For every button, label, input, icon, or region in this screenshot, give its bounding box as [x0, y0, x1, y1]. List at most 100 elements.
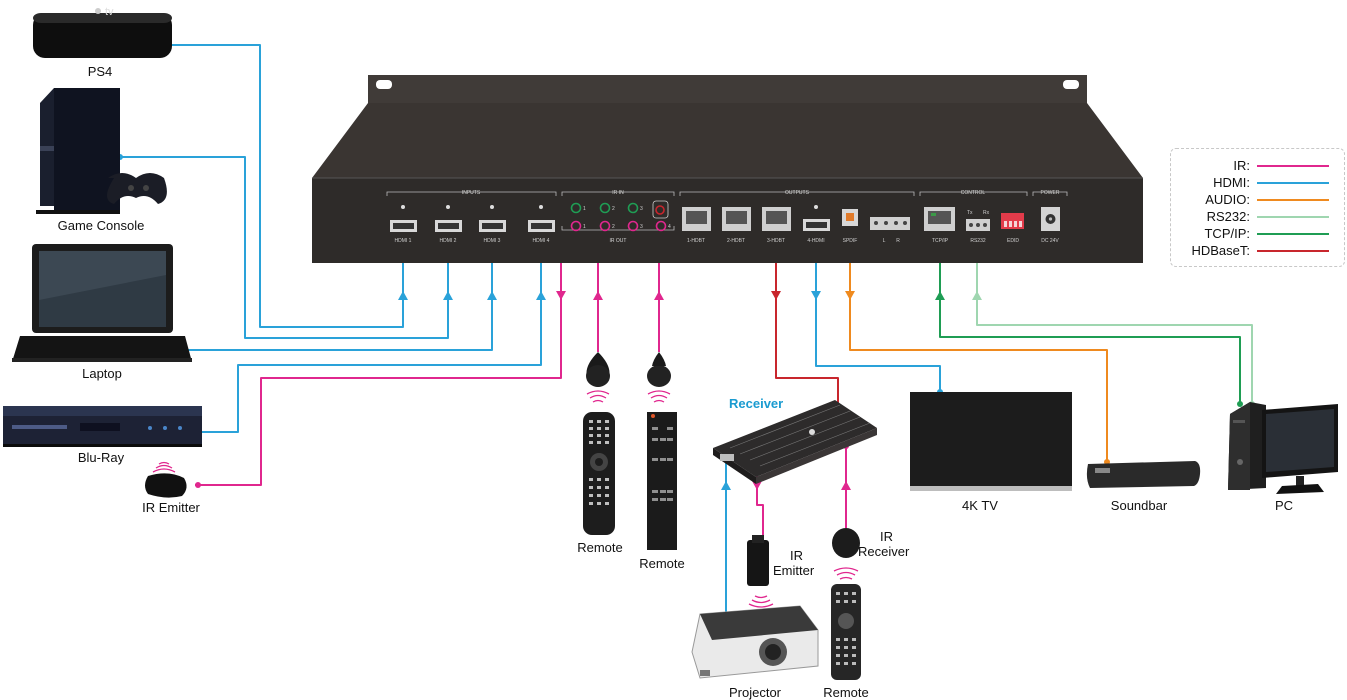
section-power-label: POWER — [1041, 190, 1060, 196]
projector — [691, 605, 819, 679]
ir-out-1-label: 1 — [583, 224, 586, 230]
laptop — [12, 244, 192, 362]
tv-4k — [910, 392, 1072, 491]
ir-out-2-label: 2 — [612, 224, 615, 230]
remote-1 — [583, 412, 615, 535]
soundbar — [1086, 461, 1201, 488]
audio-terminal — [870, 217, 910, 230]
hdmi-cable-laptop — [185, 255, 493, 351]
port-hdmi4-label: HDMI 4 — [533, 238, 550, 244]
legend-ir-label: IR: — [1233, 158, 1250, 173]
port-spdif-label: SPDIF — [843, 238, 858, 244]
remote-3-label: Remote — [823, 685, 869, 700]
projector-label: Projector — [728, 685, 782, 700]
port-hdmi1-label: HDMI 1 — [395, 238, 412, 244]
bluray-label: Blu-Ray — [77, 450, 125, 465]
legend-audio-label: AUDIO: — [1205, 192, 1250, 207]
port-edid-label: EDID — [1007, 238, 1019, 244]
ir-emitter-rx-label-1: IR — [790, 548, 803, 563]
matrix-switch: INPUTS IR IN OUTPUTS CONTROL POWER IR OU… — [312, 75, 1143, 263]
section-control-label: CONTROL — [961, 190, 986, 196]
laptop-label: Laptop — [82, 366, 122, 381]
hdbt-output-ports — [682, 205, 830, 231]
remote-1-label: Remote — [577, 540, 623, 555]
ir-receiver-label-1: IR — [880, 529, 893, 544]
legend-hdbaset-label: HDBaseT: — [1191, 243, 1250, 258]
port-hdbt2-label: 2-HDBT — [727, 238, 745, 244]
ps4-label: PS4 — [87, 64, 113, 79]
port-hdmi3-label: HDMI 3 — [484, 238, 501, 244]
ir-receiver-receiver-side — [832, 528, 860, 558]
game-console-label: Game Console — [57, 218, 145, 233]
legend-hdmi-swatch — [1257, 182, 1329, 184]
ir-emitter-left-label: IR Emitter — [142, 500, 200, 515]
port-hdbt1-label: 1-HDBT — [687, 238, 705, 244]
port-hdbt3-label: 3-HDBT — [767, 238, 785, 244]
legend-tcpip-label: TCP/IP: — [1204, 226, 1250, 241]
port-hdmi2-label: HDMI 2 — [440, 238, 457, 244]
cables — [120, 44, 1253, 612]
section-ir-out-label: IR OUT — [610, 238, 627, 244]
legend-row-rs232: RS232: — [1171, 209, 1344, 225]
legend-rs232-swatch — [1257, 216, 1329, 218]
remote-2-label: Remote — [639, 556, 685, 571]
port-tcpip-label: TCP/IP — [932, 238, 949, 244]
legend-row-audio: AUDIO: — [1171, 192, 1344, 208]
section-ir-in-label: IR IN — [612, 190, 624, 196]
ir-waves-remotes — [586, 390, 859, 608]
ir-receiver-1 — [586, 352, 610, 387]
tv-4k-label: 4K TV — [962, 498, 998, 513]
legend-hdmi-label: HDMI: — [1213, 175, 1250, 190]
legend-row-hdbaset: HDBaseT: — [1171, 243, 1344, 259]
ir-receiver-2 — [647, 352, 671, 387]
ir-emitter-left — [145, 461, 187, 498]
legend-hdbaset-swatch — [1257, 250, 1329, 252]
port-audio-r-label: R — [896, 238, 900, 244]
apple-tv-brand: tv — [105, 6, 114, 18]
hdbaset-receiver — [713, 400, 877, 484]
legend-row-tcpip: TCP/IP: — [1171, 226, 1344, 242]
rs232-rx-label: Rx — [983, 210, 990, 216]
game-console — [36, 88, 167, 214]
section-inputs-label: INPUTS — [462, 190, 481, 196]
ir-out-3-label: 3 — [640, 224, 643, 230]
port-hdmi-out4-label: 4-HDMI — [807, 238, 824, 244]
pc-label: PC — [1274, 498, 1294, 513]
ir-in-1-label: 1 — [583, 206, 586, 212]
legend-row-hdmi: HDMI: — [1171, 175, 1344, 191]
hdmi-cable-ps4 — [170, 44, 404, 328]
port-audio-l-label: L — [883, 238, 886, 244]
receiver-label: Receiver — [729, 396, 784, 411]
hdbaset-cable — [775, 228, 839, 408]
ir-cable-emitter-left — [195, 226, 562, 486]
rs232-tx-label: Tx — [967, 210, 973, 216]
ir-in-2-label: 2 — [612, 206, 615, 212]
cable-legend: IR: HDMI: AUDIO: RS232: TCP/IP: HDBaseT: — [1170, 148, 1345, 267]
hdmi-input-ports — [390, 205, 555, 232]
legend-ir-swatch — [1257, 165, 1329, 167]
bluray-player — [3, 406, 202, 447]
pc-tower-monitor — [1228, 402, 1338, 494]
section-outputs-label: OUTPUTS — [785, 190, 810, 196]
soundbar-label: Soundbar — [1110, 498, 1168, 513]
ir-jacks — [570, 200, 669, 232]
apple-tv-box: tv — [33, 6, 172, 58]
arrowheads — [117, 154, 1255, 490]
ir-in-3-label: 3 — [640, 206, 643, 212]
hdmi-cable-bluray — [200, 255, 542, 433]
audio-cable-soundbar — [849, 228, 1108, 462]
ir-out-4-label: 4 — [668, 224, 671, 230]
remote-2 — [647, 412, 677, 550]
port-dc-label: DC 24V — [1041, 238, 1059, 244]
remote-3 — [831, 584, 861, 680]
hdmi-cable-game-console — [120, 156, 449, 339]
legend-row-ir: IR: — [1171, 158, 1344, 174]
ir-emitter-receiver-side — [747, 535, 769, 586]
legend-audio-swatch — [1257, 199, 1329, 201]
tcpip-cable-pc — [939, 228, 1241, 404]
rs232-cable-pc — [976, 230, 1253, 404]
ir-emitter-rx-label-2: Emitter — [773, 563, 815, 578]
legend-tcpip-swatch — [1257, 233, 1329, 235]
legend-rs232-label: RS232: — [1206, 209, 1250, 224]
